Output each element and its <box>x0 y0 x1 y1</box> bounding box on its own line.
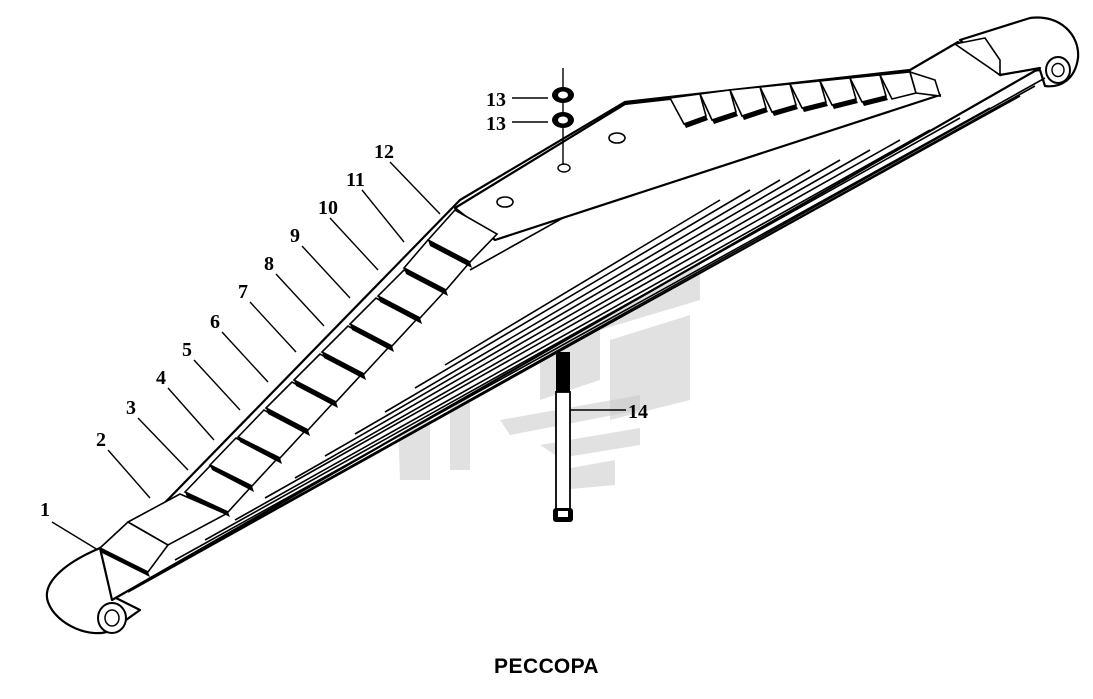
callout-4: 4 <box>156 367 166 389</box>
callout-13-lower: 13 <box>486 113 506 135</box>
callout-8: 8 <box>264 253 274 275</box>
left-leaf-steps <box>98 208 499 577</box>
callout-6: 6 <box>210 311 220 333</box>
center-bolt-hole <box>557 163 571 173</box>
right-leaf-steps <box>668 37 1001 128</box>
mount-hole-2 <box>608 132 626 144</box>
callout-labels: 1 2 3 4 5 6 7 8 9 10 11 12 13 13 14 <box>40 89 648 521</box>
callout-13-upper: 13 <box>486 89 506 111</box>
diagram-title: РЕССОРА <box>494 655 599 678</box>
callout-12: 12 <box>374 141 394 163</box>
leader-lines <box>51 97 626 551</box>
callout-14: 14 <box>628 401 648 423</box>
callout-11: 11 <box>346 169 365 191</box>
callout-7: 7 <box>238 281 248 303</box>
callout-1: 1 <box>40 499 50 521</box>
callout-10: 10 <box>318 197 338 219</box>
callout-5: 5 <box>182 339 192 361</box>
mount-hole-1 <box>496 196 514 208</box>
leaf-spring <box>45 16 1080 635</box>
callout-9: 9 <box>290 225 300 247</box>
center-bolt <box>553 352 573 522</box>
center-bolt-nuts <box>552 68 574 165</box>
callout-3: 3 <box>126 397 136 419</box>
callout-2: 2 <box>96 429 106 451</box>
